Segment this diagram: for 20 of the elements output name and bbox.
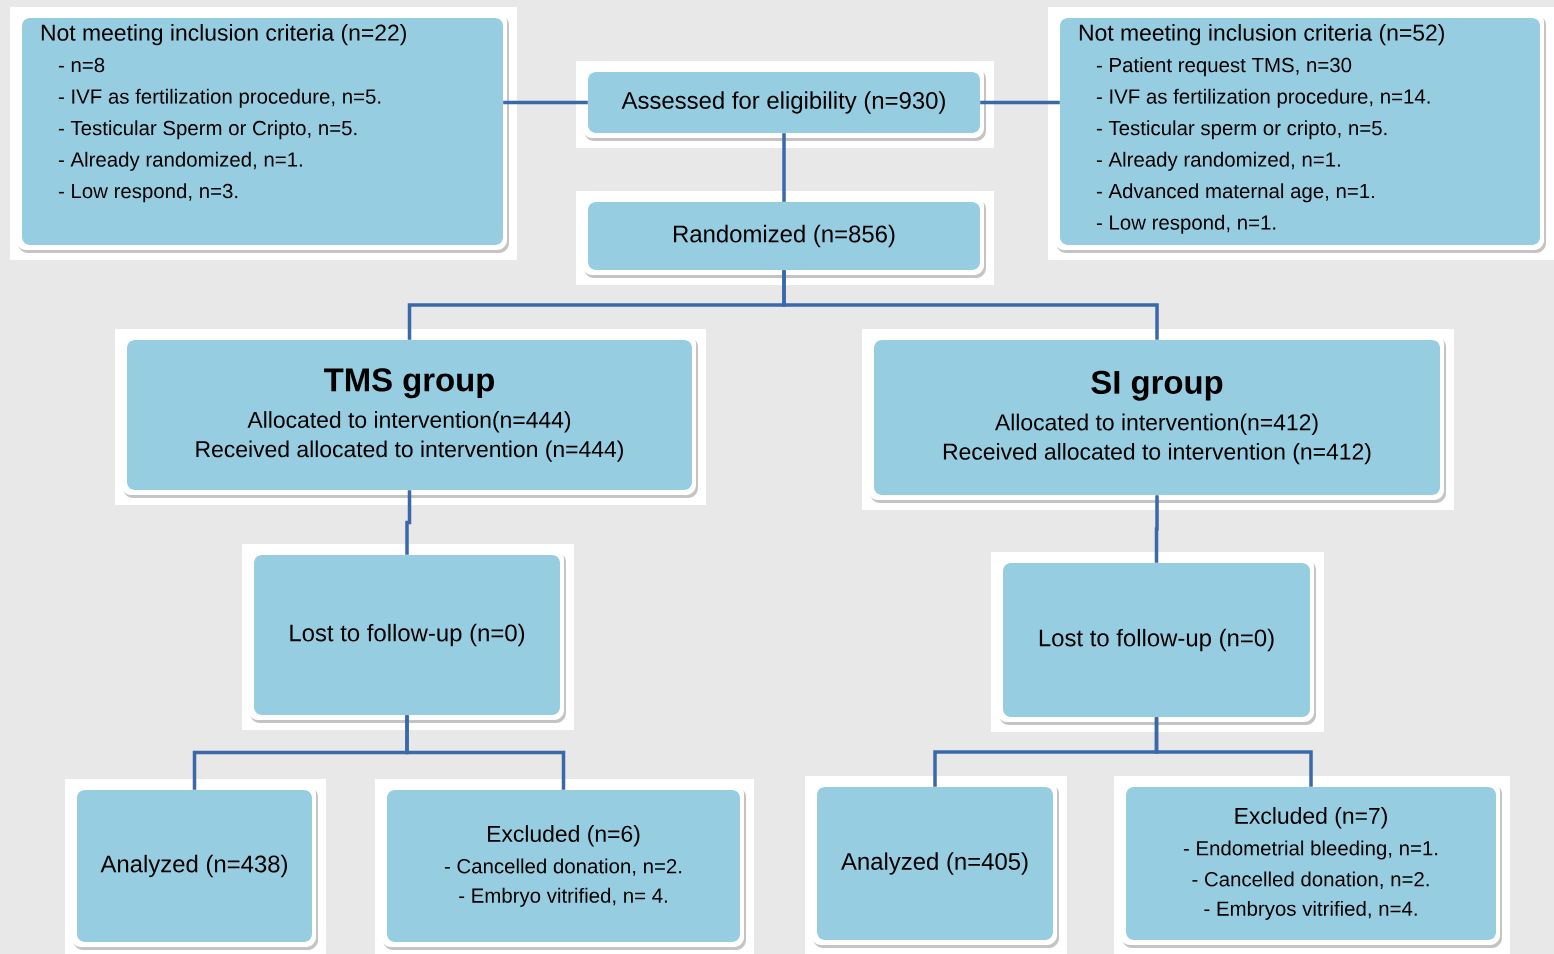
connector-line [782,270,1159,340]
connector-line [782,133,786,202]
connector-line [1154,495,1159,563]
process-box: SI group Allocated to intervention(n=412) Received allocated to intervention (n=412) [862,329,1454,510]
process-box: Analyzed (n=405) [805,776,1067,954]
process-box: Lost to follow-up (n=0) [991,552,1324,732]
process-box: Excluded (n=6) - Cancelled donation, n=2. - Embryo vitrified, n= 4. [375,779,754,954]
connector-line [980,100,1060,105]
connector-line [405,715,566,790]
process-box: Not meeting inclusion criteria (n=52) - Patient request TMS, n=30 - IVF as fertilization procedure, n=14. - Testicular sperm or cripto, n=5. - Already randomized, n=1. - Advanced maternal age, n=1. - Low respond, n=1. [1048,7,1554,260]
process-box: Lost to follow-up (n=0) [242,544,574,730]
process-box: Assessed for eligibility (n=930) [576,61,994,148]
process-box: Randomized (n=856) [576,191,994,285]
process-box: TMS group Allocated to intervention(n=444) Received allocated to intervention (n=444) [115,329,706,505]
process-box: Analyzed (n=438) [65,779,326,954]
connector-line [1154,717,1313,787]
connector-line [503,100,588,105]
process-box: Not meeting inclusion criteria (n=22) - n=8 - IVF as fertilization procedure, n=5. - Testicular Sperm or Cripto, n=5. - Already randomized, n=1. - Low respond, n=3. [10,7,517,260]
connector-line [405,490,412,555]
process-box: Excluded (n=7) - Endometrial bleeding, n=1. - Cancelled donation, n=2. - Embryos vitrified, n=4. [1114,776,1510,954]
